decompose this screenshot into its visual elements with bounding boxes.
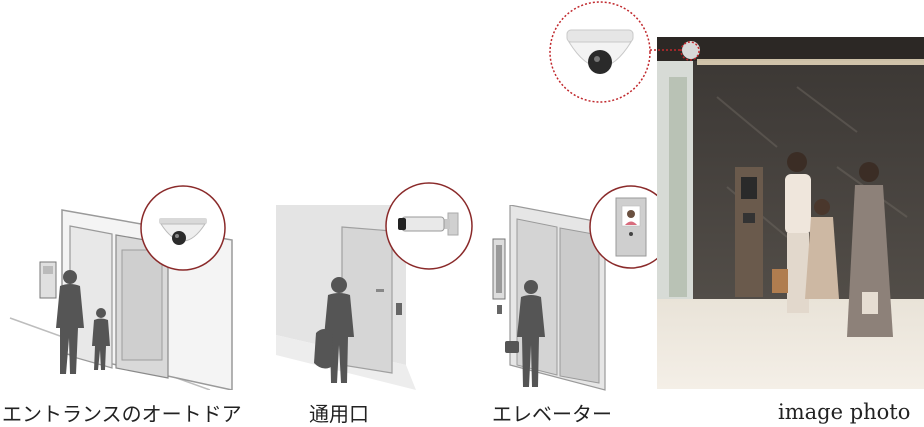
dome-camera-icon: [549, 1, 651, 103]
camera-callout-line: [642, 41, 700, 61]
caption-elevator: エレベーター: [492, 402, 612, 426]
caption-image-photo: image photo: [778, 400, 911, 424]
lobby-photo: [657, 37, 924, 389]
elevator-camera-panel-icon: [589, 185, 673, 269]
caption-entrance-auto-door: エントランスのオートドア: [2, 402, 242, 426]
elevator-illustration: [492, 205, 606, 391]
service-door-illustration: [276, 205, 416, 390]
caption-service-entrance: 通用口: [309, 402, 369, 426]
bullet-camera-icon: [385, 182, 473, 270]
dome-camera-icon: [140, 185, 226, 271]
